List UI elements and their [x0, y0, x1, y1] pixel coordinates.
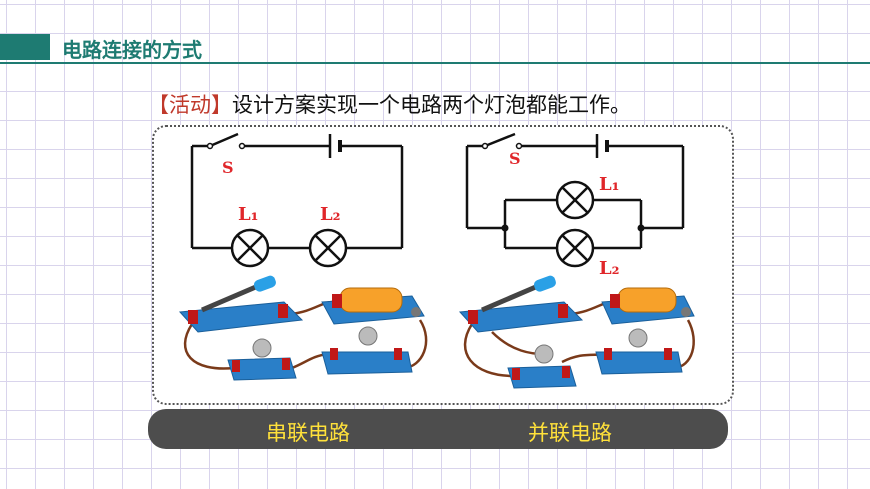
parallel-switch-label: S — [509, 149, 521, 168]
parallel-lamp2-label: L₂ — [599, 258, 620, 278]
series-lamp1-label: L₁ — [238, 204, 259, 225]
switch-base — [458, 301, 584, 333]
lamp-holder-2 — [321, 351, 413, 375]
lamp-l2-symbol — [555, 228, 595, 268]
series-switch-label: S — [222, 158, 234, 177]
series-lamp2-label: L₂ — [320, 204, 341, 225]
lamp-holder-1 — [227, 357, 297, 381]
activity-text: 设计方案实现一个电路两个灯泡都能工作。 — [232, 93, 631, 117]
title-accent-bar — [0, 34, 50, 60]
switch-base — [178, 301, 304, 333]
series-circuit-label: 串联电路 — [266, 421, 350, 445]
lamp-l2-symbol — [308, 228, 348, 268]
series-apparatus-image — [178, 275, 428, 381]
caption-bar: 串联电路 并联电路 — [148, 409, 728, 449]
battery — [339, 287, 403, 313]
battery — [617, 287, 677, 313]
lamp-holder-2 — [595, 351, 683, 375]
parallel-lamp1-label: L₁ — [599, 174, 620, 195]
parallel-circuit-label: 并联电路 — [528, 421, 612, 445]
lamp-l1-symbol — [555, 180, 595, 220]
activity-instruction: 【活动】设计方案实现一个电路两个灯泡都能工作。 — [148, 89, 631, 119]
page-title: 电路连接的方式 — [62, 38, 202, 62]
parallel-circuit-diagram: S L₁ L₂ — [465, 132, 685, 278]
parallel-apparatus-image — [458, 275, 695, 389]
lamp-holder-1 — [507, 365, 577, 389]
lamp-l1-symbol — [230, 228, 270, 268]
series-circuit-diagram: S L₁ L₂ — [190, 132, 404, 268]
activity-tag: 【活动】 — [148, 93, 232, 117]
title-underline — [0, 62, 870, 64]
